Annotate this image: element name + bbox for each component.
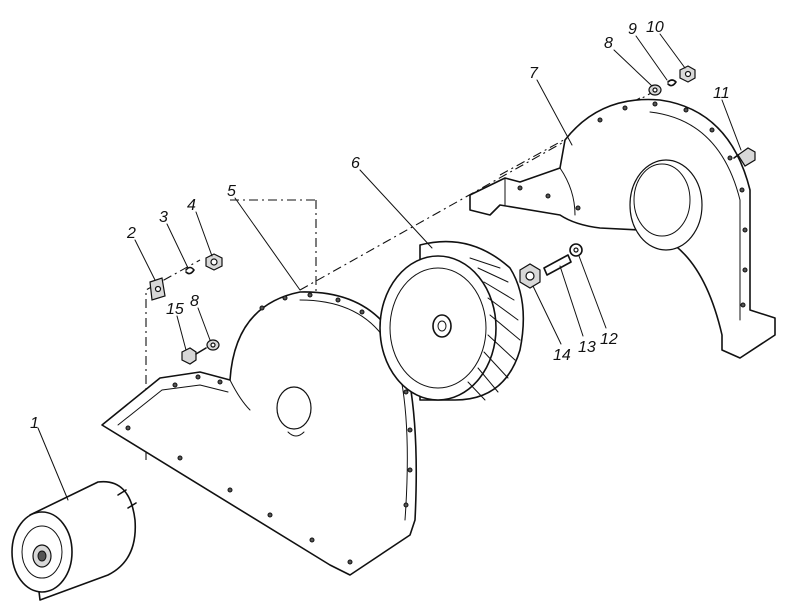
front-housing (101, 291, 418, 576)
label-9: 9 (628, 21, 637, 38)
label-3: 3 (159, 209, 168, 226)
label-15: 15 (166, 301, 184, 318)
label-6: 6 (351, 155, 360, 172)
impeller (379, 240, 525, 401)
label-5: 5 (227, 183, 236, 200)
label-13: 13 (578, 339, 596, 356)
rear-housing (469, 98, 776, 359)
label-8-left: 8 (190, 293, 199, 310)
label-2: 2 (126, 225, 136, 242)
label-8-top: 8 (604, 35, 613, 52)
label-4: 4 (187, 197, 196, 214)
label-7: 7 (529, 65, 539, 82)
label-1: 1 (30, 415, 39, 432)
leader-lines (37, 33, 742, 501)
label-14: 14 (553, 347, 571, 364)
label-12: 12 (600, 331, 618, 348)
motor (11, 480, 137, 601)
label-10: 10 (646, 19, 664, 36)
part-labels: 1 2 3 4 5 6 7 8 9 10 11 15 8 12 13 14 (30, 19, 730, 432)
label-11: 11 (713, 85, 730, 102)
hardware (149, 65, 756, 365)
